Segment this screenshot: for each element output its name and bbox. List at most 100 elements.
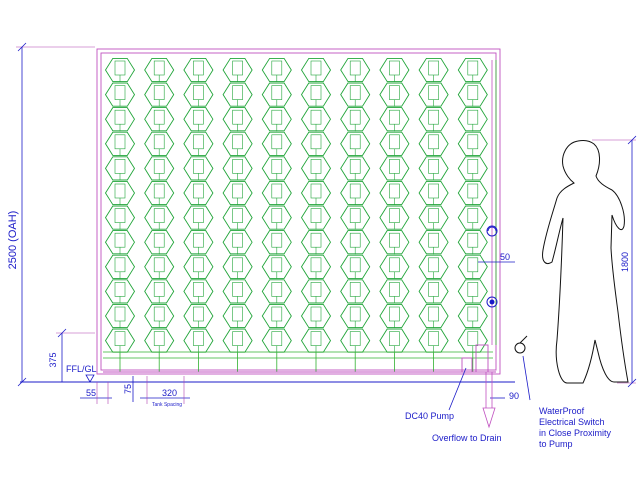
planter-hex-grid [104, 57, 488, 372]
planter-hex [222, 57, 253, 83]
planter-pot [153, 134, 165, 150]
planter-hex [104, 303, 136, 329]
planter-hex [144, 180, 175, 206]
planter-pot [389, 306, 400, 322]
dimension-375: 375 [48, 328, 95, 382]
planter-hex [300, 279, 332, 304]
planter-pot [467, 85, 479, 100]
planter-pot [467, 257, 479, 273]
planter-pot [114, 159, 126, 174]
label-75: 75 [123, 384, 133, 394]
planter-pot [193, 60, 204, 76]
planter-pot [310, 331, 322, 346]
planter-pot [389, 60, 400, 76]
planter-hex [457, 131, 488, 156]
pump-riser [486, 60, 498, 345]
planter-pot [193, 306, 204, 322]
planter-hex [144, 57, 175, 83]
planter-hex [183, 107, 214, 132]
planter-pot [428, 183, 439, 199]
planter-pot [310, 306, 322, 322]
planter-hex [340, 279, 371, 304]
planter-hex [144, 230, 175, 255]
planter-pot [389, 183, 400, 199]
planter-pot [389, 257, 400, 273]
planter-pot [389, 85, 400, 100]
pump-bottom-icon [486, 296, 498, 308]
planter-pot [153, 232, 165, 248]
planter-pot [114, 331, 126, 346]
planter-pot [193, 134, 204, 150]
planter-hex [457, 205, 488, 230]
planter-pot [271, 331, 283, 346]
planter-pot [310, 282, 322, 297]
human-figure: 1800 [542, 135, 637, 388]
planter-hex [183, 230, 214, 255]
wall-frame [96, 48, 501, 375]
planter-pot [389, 159, 400, 174]
planter-pot [271, 208, 283, 223]
planter-pot [271, 109, 283, 125]
planter-pot [114, 282, 126, 297]
planter-hex [340, 57, 371, 83]
planter-pot [467, 183, 479, 199]
planter-pot [310, 159, 322, 174]
planter-hex [144, 107, 175, 132]
planter-pot [310, 85, 322, 100]
planter-hex [183, 205, 214, 230]
planter-pot [428, 60, 439, 76]
planter-hex [379, 57, 410, 83]
planter-hex [418, 279, 449, 304]
planter-hex [379, 180, 410, 206]
planter-hex [340, 131, 371, 156]
planter-hex [379, 107, 410, 132]
planter-pot [310, 183, 322, 199]
planter-hex [104, 254, 136, 279]
planter-hex [183, 82, 214, 107]
planter-pot [467, 208, 479, 223]
planter-hex [144, 279, 175, 304]
dimension-90: 90 [490, 391, 519, 401]
planter-hex [340, 205, 371, 230]
planter-pot [271, 232, 283, 248]
planter-pot [349, 306, 361, 322]
planter-hex [261, 279, 292, 304]
label-switch-4: to Pump [539, 439, 573, 449]
planter-hex [104, 107, 136, 132]
planter-pot [467, 306, 479, 322]
label-switch-3: in Close Proximity [539, 428, 612, 438]
planter-pot [349, 109, 361, 125]
planter-hex [104, 180, 136, 206]
planter-pot [467, 60, 479, 76]
planter-hex [418, 180, 449, 206]
planter-pot [467, 331, 479, 346]
planter-hex [183, 131, 214, 156]
planter-pot [389, 232, 400, 248]
planter-pot [467, 134, 479, 150]
planter-hex [418, 230, 449, 255]
planter-hex [300, 57, 332, 83]
planter-pot [310, 109, 322, 125]
planter-hex [457, 279, 488, 304]
planter-pot [153, 208, 165, 223]
planter-hex [418, 82, 449, 107]
dimension-320: 320 Tank Spacing [140, 376, 190, 408]
planter-hex [379, 205, 410, 230]
planter-hex [222, 254, 253, 279]
planter-hex [261, 131, 292, 156]
label-320: 320 [162, 388, 177, 398]
planter-hex [183, 279, 214, 304]
planter-hex [222, 205, 253, 230]
planter-hex [457, 57, 488, 83]
planter-hex [300, 82, 332, 107]
planter-hex [222, 279, 253, 304]
planter-pot [114, 60, 126, 76]
planter-hex [300, 131, 332, 156]
planter-hex [183, 180, 214, 206]
planter-pot [428, 208, 439, 223]
planter-pot [310, 134, 322, 150]
planter-hex [457, 156, 488, 181]
planter-pot [114, 257, 126, 273]
planter-pot [153, 183, 165, 199]
wall-frame-inner [100, 52, 497, 371]
